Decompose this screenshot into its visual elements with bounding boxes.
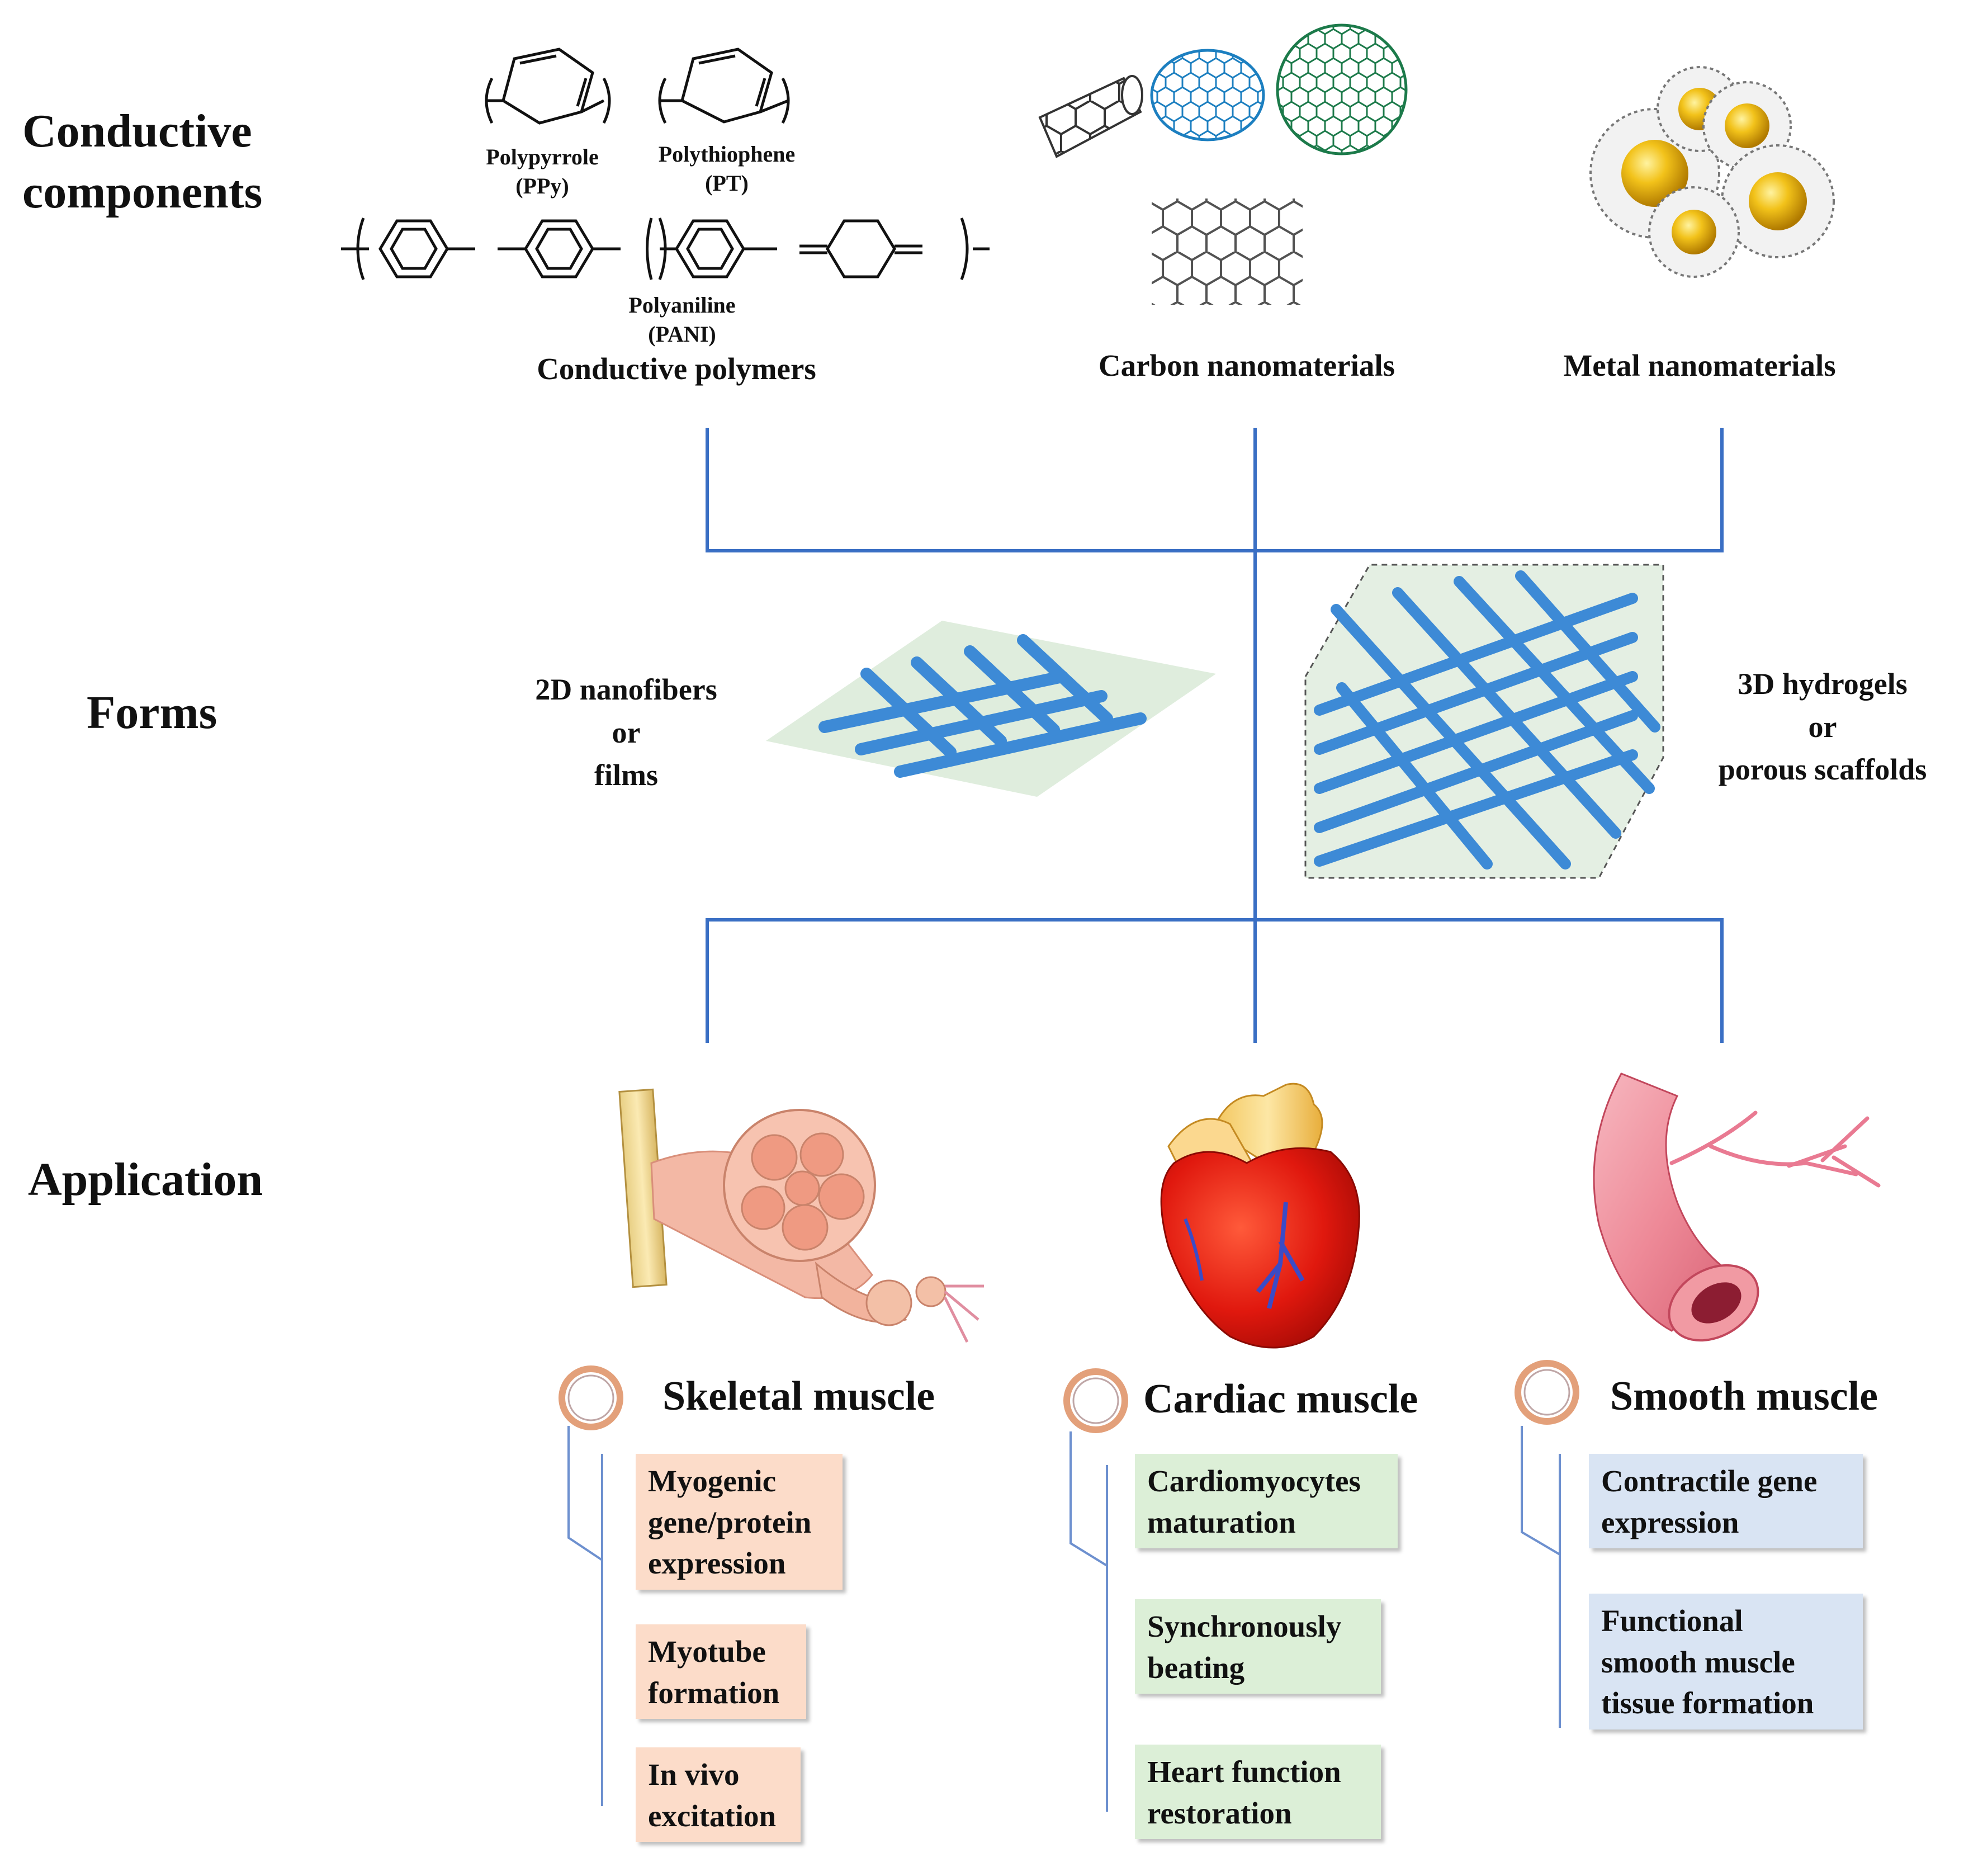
polythiophene-structure-icon	[658, 48, 790, 124]
polymer-name: Polypyrrole	[486, 144, 599, 169]
caption-carbon-nanomaterials: Carbon nanomaterials	[1098, 348, 1395, 382]
label-polythiophene: Polythiophene (PT)	[654, 140, 799, 198]
row-label-forms: Forms	[87, 687, 217, 739]
label-polypyrrole: Polypyrrole (PPy)	[475, 143, 609, 201]
box-line: tissue formation	[1601, 1686, 1814, 1721]
form-line: films	[594, 758, 658, 792]
box-line: maturation	[1147, 1505, 1296, 1539]
cardiac-ring-icon	[1063, 1368, 1128, 1433]
title-smooth-muscle: Smooth muscle	[1610, 1373, 1878, 1419]
form-line: 2D nanofibers	[535, 673, 717, 706]
box-line: Cardiomyocytes	[1147, 1464, 1361, 1498]
polymer-name: Polythiophene	[658, 141, 796, 167]
smooth-box-contractile-expression: Contractile gene expression	[1589, 1454, 1863, 1549]
box-line: expression	[1601, 1505, 1739, 1539]
cardiac-box-maturation: Cardiomyocytes maturation	[1135, 1454, 1398, 1549]
connector-lines	[706, 428, 1724, 1043]
box-line: Heart function	[1147, 1755, 1341, 1789]
polyaniline-structure-icon	[341, 218, 990, 280]
polymer-abbrev: (PT)	[705, 171, 749, 196]
blood-vessel-illustration-icon	[1593, 1072, 1881, 1342]
box-line: In vivo	[648, 1757, 740, 1792]
polymer-abbrev: (PANI)	[648, 322, 716, 347]
box-line: excitation	[648, 1798, 777, 1833]
label-polyaniline: Polyaniline (PANI)	[609, 291, 755, 349]
skeletal-ring-icon	[559, 1365, 623, 1430]
porous-scaffold-icon	[1304, 564, 1664, 879]
fullerene-nanoball-icon	[1276, 23, 1408, 155]
polymer-abbrev: (PPy)	[515, 173, 569, 199]
skeletal-box-myotube-formation: Myotube formation	[636, 1624, 806, 1719]
box-line: beating	[1147, 1650, 1245, 1685]
box-line: restoration	[1147, 1795, 1292, 1830]
box-line: formation	[648, 1675, 780, 1710]
smooth-ring-icon	[1515, 1360, 1579, 1425]
title-cardiac-muscle: Cardiac muscle	[1143, 1376, 1418, 1422]
box-line: smooth muscle	[1601, 1645, 1795, 1679]
box-line: Myogenic	[648, 1464, 777, 1498]
caption-conductive-polymers: Conductive polymers	[537, 352, 816, 386]
skeletal-box-in-vivo-excitation: In vivo excitation	[636, 1747, 801, 1842]
box-line: gene/protein	[648, 1505, 812, 1539]
cardiac-box-heart-restoration: Heart function restoration	[1135, 1745, 1381, 1840]
smooth-box-tissue-formation: Functional smooth muscle tissue formatio…	[1589, 1594, 1863, 1730]
nanofiber-film-icon	[766, 621, 1216, 797]
carbon-nanotube-icon	[1038, 75, 1143, 158]
skeletal-muscle-illustration-icon	[618, 1088, 984, 1343]
form-line: or	[612, 715, 641, 749]
caption-metal-nanomaterials: Metal nanomaterials	[1563, 348, 1836, 382]
row-label-conductive-components: Conductive components	[22, 101, 262, 223]
metal-nanoparticles-icon	[1589, 66, 1835, 278]
box-line: Myotube	[648, 1634, 766, 1669]
form-line: 3D hydrogels	[1738, 667, 1908, 701]
polypyrrole-structure-icon	[485, 48, 611, 125]
skeletal-box-myogenic-expression: Myogenic gene/protein expression	[636, 1454, 843, 1590]
box-line: expression	[648, 1546, 786, 1581]
box-line: Contractile gene	[1601, 1464, 1818, 1498]
graphene-sheet-icon	[1152, 199, 1303, 305]
form-line: or	[1808, 710, 1837, 744]
row-label-line: components	[22, 166, 263, 219]
row-label-application: Application	[28, 1154, 263, 1206]
label-2d-nanofibers: 2D nanofibers or films	[514, 668, 738, 797]
polymer-name: Polyaniline	[628, 292, 736, 318]
box-line: Synchronously	[1147, 1609, 1342, 1643]
title-skeletal-muscle: Skeletal muscle	[662, 1373, 935, 1419]
label-3d-hydrogels: 3D hydrogels or porous scaffolds	[1688, 663, 1957, 791]
box-line: Functional	[1601, 1604, 1743, 1638]
cardiac-box-synchronous-beating: Synchronously beating	[1135, 1599, 1381, 1694]
bracket-lines	[567, 1426, 1561, 1812]
heart-illustration-icon	[1160, 1083, 1360, 1349]
carbon-nanohorn-icon	[1150, 49, 1265, 141]
row-label-line: Conductive	[22, 105, 252, 157]
form-line: porous scaffolds	[1718, 753, 1927, 787]
